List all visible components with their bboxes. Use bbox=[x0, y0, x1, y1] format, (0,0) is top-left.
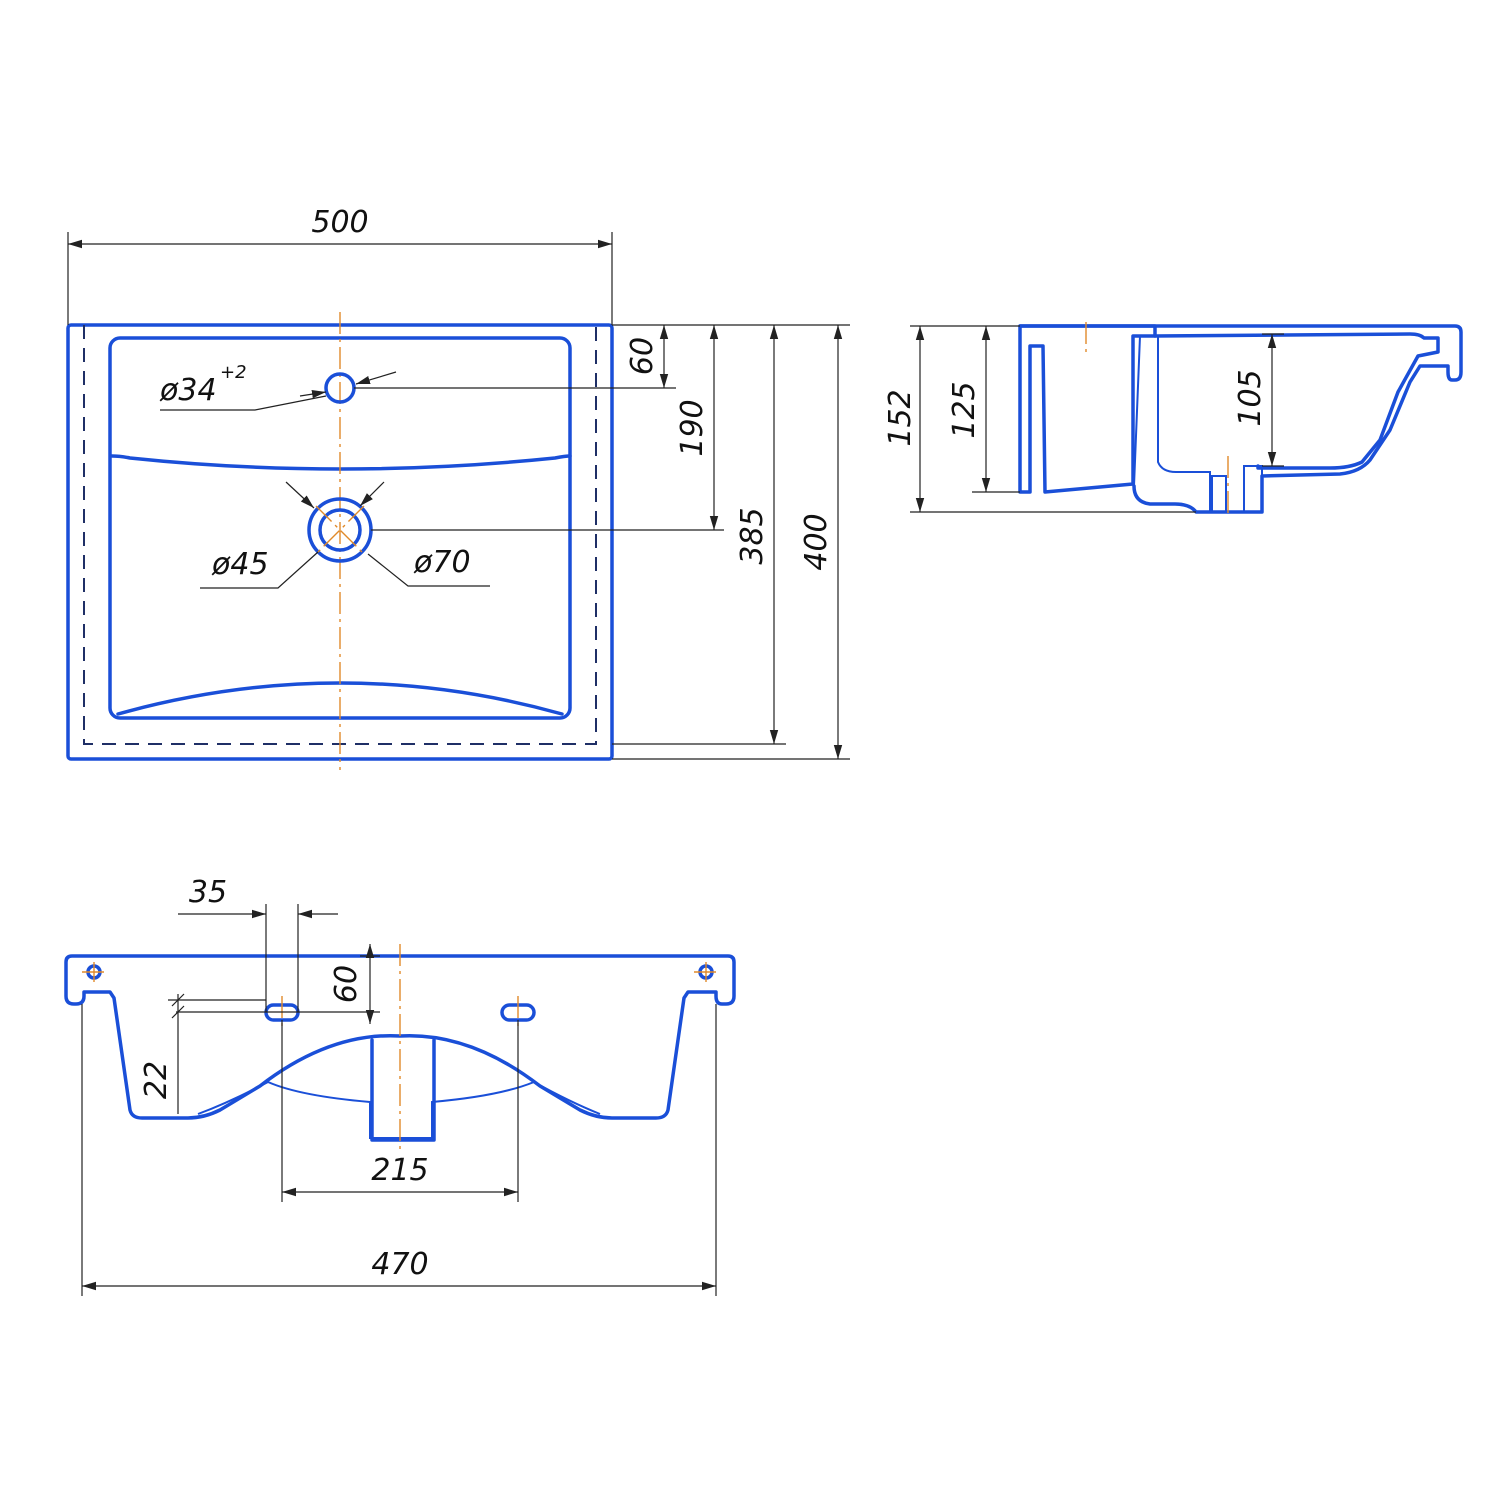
tap-hole-leader bbox=[160, 395, 327, 411]
side-inner-bowl bbox=[1153, 332, 1440, 470]
drain-cross-1 bbox=[315, 505, 365, 555]
base-width-label: 470 bbox=[371, 1247, 428, 1282]
drain-inner-leader bbox=[200, 551, 319, 589]
slot-height-label: 60 bbox=[329, 965, 364, 1003]
front-inner-bowl-right bbox=[533, 1081, 601, 1115]
tap-offset-label: 60 bbox=[625, 337, 660, 375]
front-view: 35 60 22 215 470 bbox=[64, 875, 736, 1296]
tap-hole-arrow-right bbox=[355, 371, 397, 385]
drain-section-left bbox=[1211, 475, 1227, 513]
slot-width-label: 35 bbox=[189, 875, 227, 910]
bowl-depth-label: 385 bbox=[735, 507, 770, 564]
slot-offset-tick-2 bbox=[171, 1005, 185, 1019]
tap-hole-label: ø34 bbox=[159, 373, 217, 408]
slot-offset-tick-1 bbox=[171, 993, 185, 1007]
front-drain-outlet bbox=[370, 1038, 436, 1142]
side-view: 152 125 105 bbox=[883, 322, 1463, 518]
body-height-label: 125 bbox=[947, 381, 982, 438]
bowl-height-label: 105 bbox=[1233, 369, 1268, 426]
drain-cross-2 bbox=[315, 505, 365, 555]
bowl-wall-section bbox=[1132, 335, 1211, 513]
drain-outer-label: ø70 bbox=[413, 545, 471, 580]
front-inner-bowl-left bbox=[197, 1081, 269, 1115]
drain-outer-leader bbox=[367, 553, 490, 587]
basin-back-curve bbox=[110, 454, 572, 471]
tap-hole-arrow-left bbox=[299, 389, 327, 399]
overall-height-label: 152 bbox=[883, 389, 918, 446]
drain-offset-label: 190 bbox=[675, 399, 710, 456]
drain-inner-ring bbox=[318, 508, 362, 552]
tap-hole-tolerance: +2 bbox=[220, 362, 247, 383]
slot-spacing-label: 215 bbox=[371, 1153, 428, 1188]
drain-arrow-top-left bbox=[285, 481, 315, 509]
drain-inner-label: ø45 bbox=[211, 547, 269, 582]
slot-offset-label: 22 bbox=[139, 1061, 174, 1099]
top-view: 500 ø34 +2 ø45 ø70 60 190 385 400 bbox=[66, 205, 850, 770]
front-inner-bowl bbox=[267, 1081, 535, 1139]
drain-arrow-top-right bbox=[359, 481, 385, 507]
drain-section-right bbox=[1243, 465, 1263, 513]
overall-depth-label: 400 bbox=[799, 513, 834, 570]
width-label: 500 bbox=[311, 205, 368, 240]
back-wall-section bbox=[1018, 324, 1157, 494]
